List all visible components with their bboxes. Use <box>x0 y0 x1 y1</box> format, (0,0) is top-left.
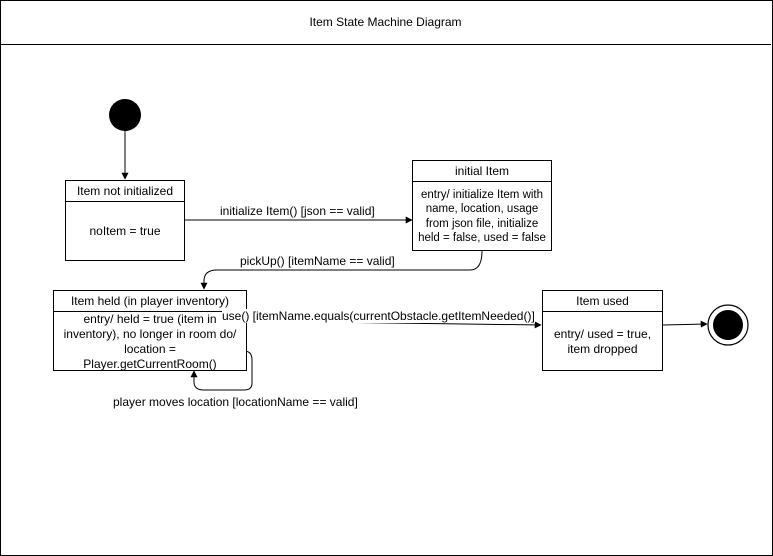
final-state <box>707 304 749 346</box>
state-body: entry/ held = true (item in inventory), … <box>63 311 237 371</box>
transition-label-initialize: initialize Item() [json == valid] <box>220 204 375 218</box>
state-name: Item not initialized <box>66 181 184 202</box>
state-body: entry/ initialize Item with name, locati… <box>418 188 546 245</box>
edge-pickup <box>200 250 483 290</box>
initial-pseudostate <box>109 99 141 131</box>
diagram-title: Item State Machine Diagram <box>0 0 771 45</box>
state-item-held: Item held (in player inventory) entry/ h… <box>53 290 247 371</box>
edge-used-to-final <box>662 320 708 328</box>
state-item-used: Item used entry/ used = true, item dropp… <box>542 290 663 371</box>
state-item-not-initialized: Item not initialized noItem = true <box>65 180 185 261</box>
state-body: entry/ used = true, item dropped <box>553 326 652 356</box>
state-name: initial Item <box>413 161 551 182</box>
edge-self-loop-moves <box>190 350 253 391</box>
state-initial-item: initial Item entry/ initialize Item with… <box>412 160 552 251</box>
state-name: Item used <box>543 291 662 312</box>
transition-label-moves: player moves location [locationName == v… <box>113 395 358 409</box>
state-body: noItem = true <box>89 224 161 238</box>
transition-label-use: use() [itemName.equals(currentObstacle.g… <box>222 309 535 323</box>
transition-label-pickup: pickUp() [itemName == valid] <box>240 254 395 268</box>
state-name: Item held (in player inventory) <box>54 291 246 312</box>
